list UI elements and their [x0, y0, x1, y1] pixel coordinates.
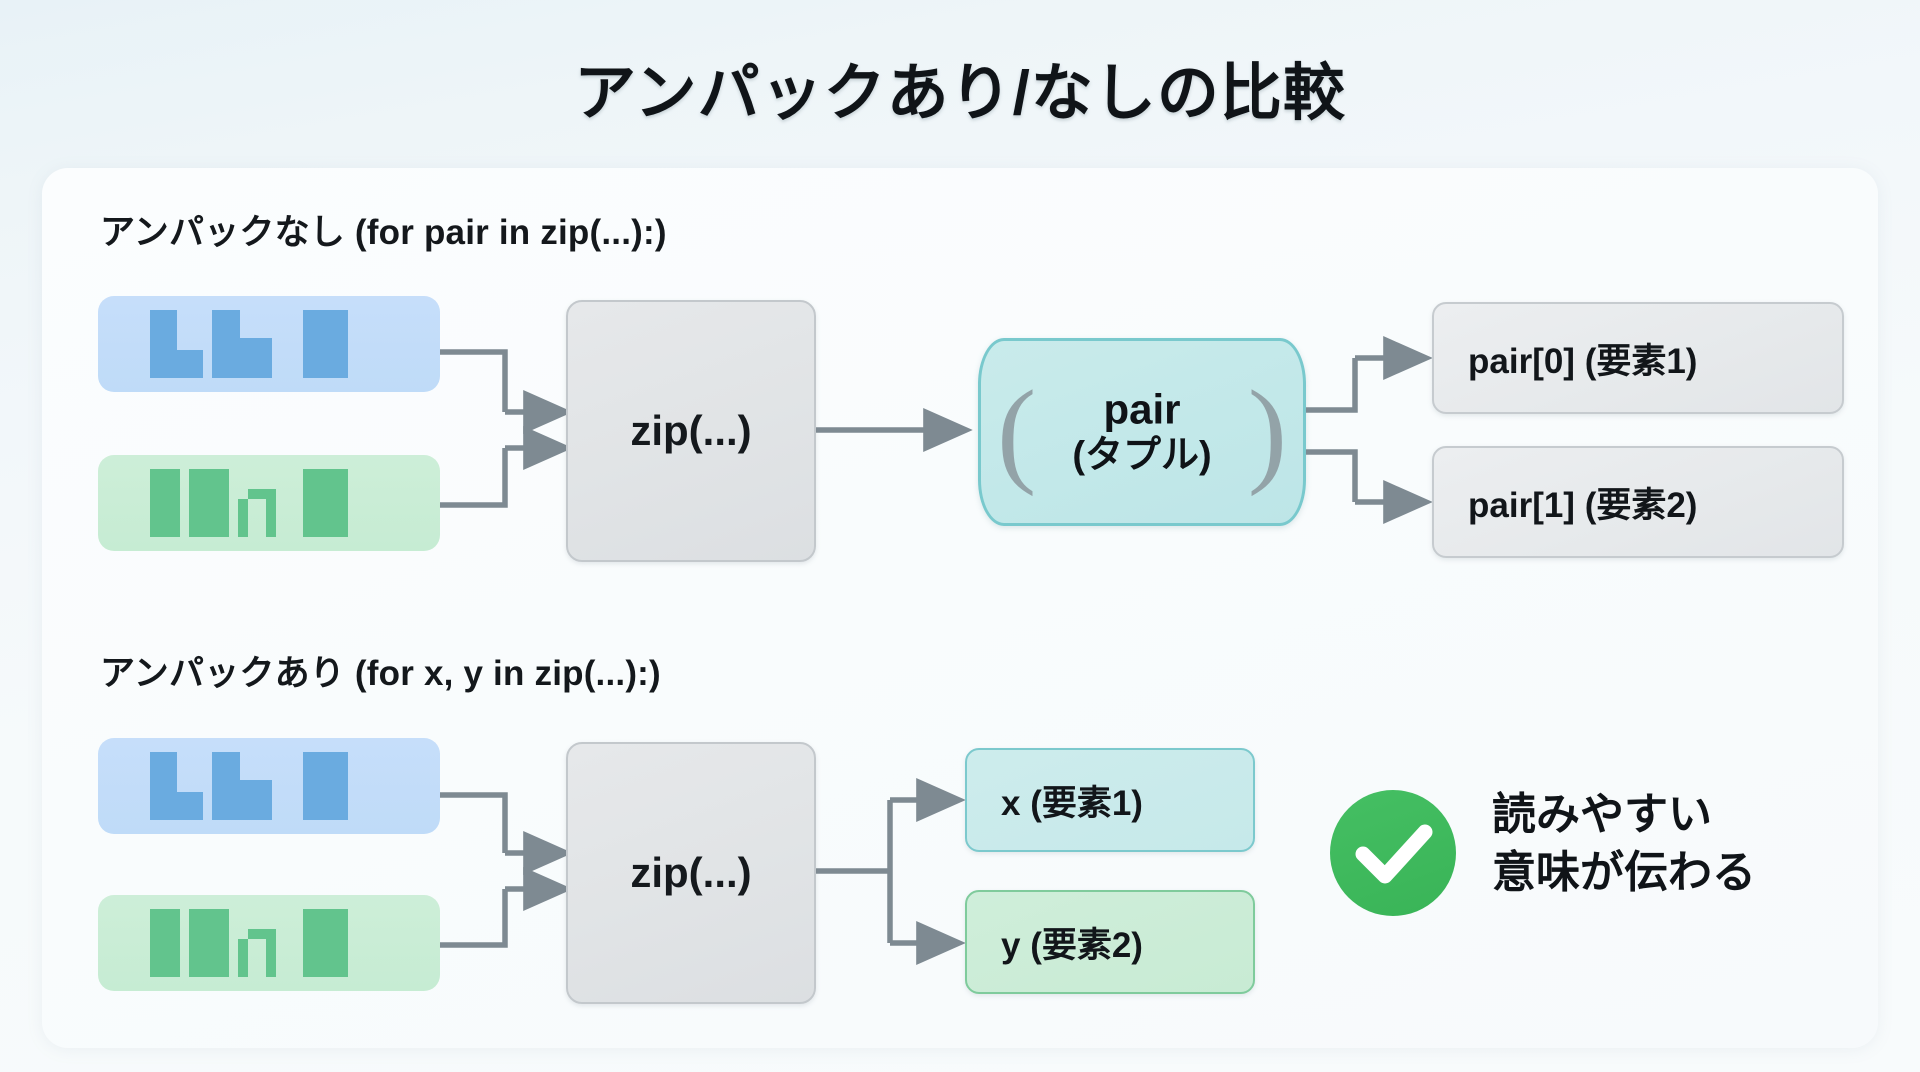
output-box-y[interactable]: y (要素2): [965, 890, 1255, 994]
bar-glyphs: [98, 455, 440, 551]
input-sequence-blue-1: [98, 296, 440, 392]
paren-left-icon: (: [997, 366, 1037, 497]
tuple-name: pair: [1103, 385, 1181, 433]
output-box-x[interactable]: x (要素1): [965, 748, 1255, 852]
paren-right-icon: ): [1247, 366, 1287, 497]
page-title: アンパックあり/なしの比較: [574, 59, 1346, 128]
benefit-note-line1: 読みやすい: [1492, 790, 1712, 839]
zip-node-2[interactable]: zip(...): [566, 742, 816, 1004]
input-sequence-green-2: [98, 895, 440, 991]
output-box-pair1[interactable]: pair[1] (要素2): [1432, 446, 1844, 558]
tuple-node[interactable]: ( ) pair (タプル): [978, 338, 1306, 526]
section-heading-with-unpacking: アンパックあり (for x, y in zip(...):): [100, 654, 661, 693]
section-heading-without-unpacking: アンパックなし (for pair in zip(...):): [100, 213, 667, 252]
bar-glyphs: [98, 738, 440, 834]
benefit-note-line2: 意味が伝わる: [1492, 848, 1756, 898]
tuple-kind: (タプル): [1072, 434, 1212, 477]
check-circle-icon: [1330, 790, 1456, 916]
output-box-pair0[interactable]: pair[0] (要素1): [1432, 302, 1844, 414]
check-mark-icon: [1355, 824, 1433, 884]
bar-glyphs: [98, 895, 440, 991]
zip-node-1[interactable]: zip(...): [566, 300, 816, 562]
input-sequence-green-1: [98, 455, 440, 551]
input-sequence-blue-2: [98, 738, 440, 834]
tuple-label: pair (タプル): [981, 385, 1303, 478]
benefit-note: 読みやすい 意味が伝わる: [1492, 786, 1756, 902]
bar-glyphs: [98, 296, 440, 392]
